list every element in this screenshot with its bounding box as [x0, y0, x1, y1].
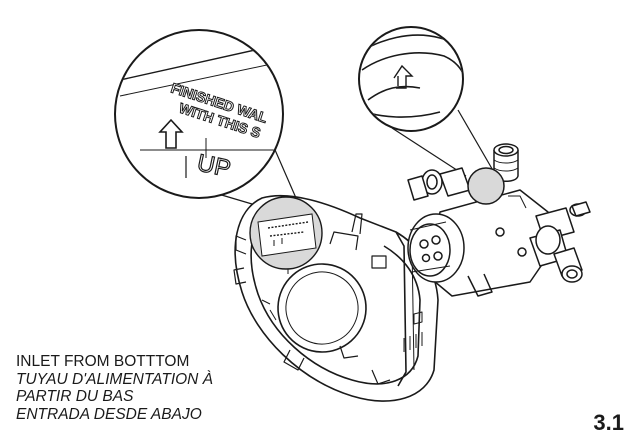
right-detail-callout [358, 26, 503, 187]
caption: INLET FROM BOTTTOM TUYAU D'ALIMENTATION … [16, 353, 213, 423]
caption-french-line1: TUYAU D'ALIMENTATION À [16, 370, 214, 388]
caption-spanish: ENTRADA DESDE ABAJO [16, 405, 202, 423]
caption-french-line2: PARTIR DU BAS [16, 388, 134, 405]
step-number: 3.1 [593, 410, 624, 435]
left-detail-callout [114, 29, 297, 205]
bracket-magnified-spot [249, 196, 323, 270]
valve-body [407, 143, 591, 297]
caption-english: INLET FROM BOTTTOM [16, 353, 190, 370]
